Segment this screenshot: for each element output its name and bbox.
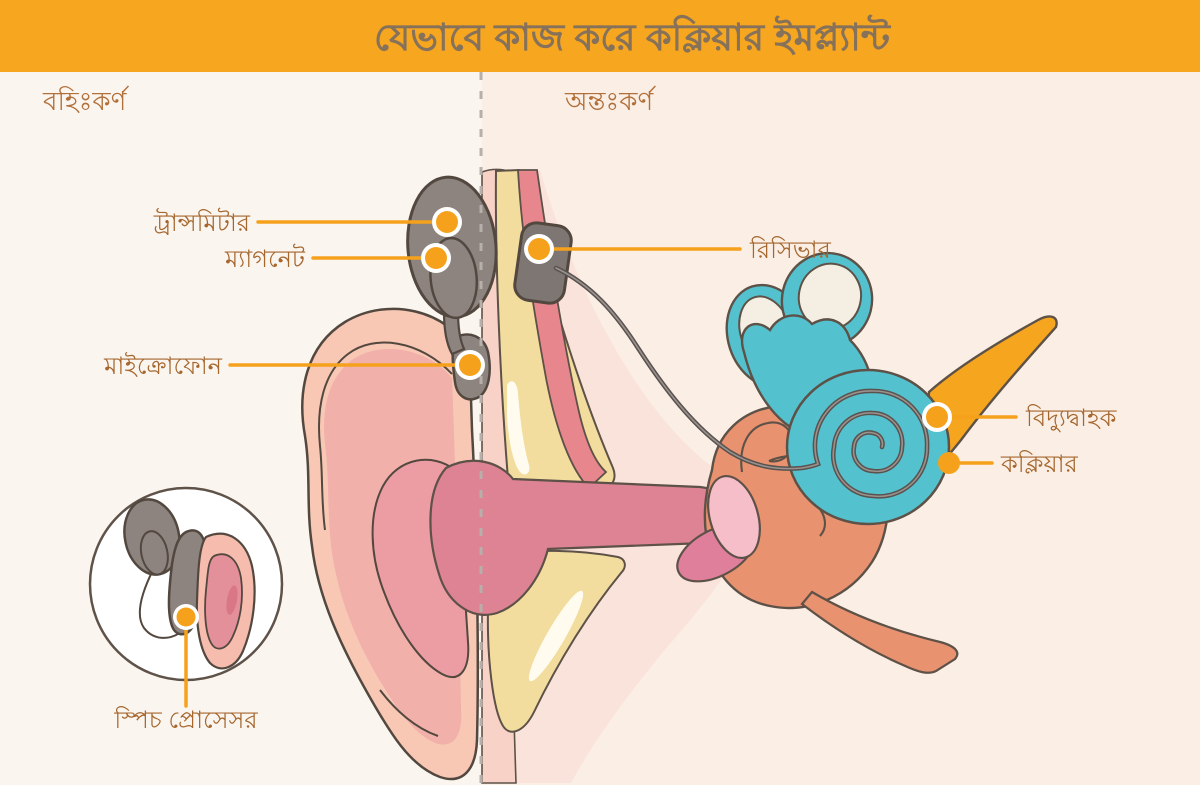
speech-processor-label: স্পিচ প্রোসেসর bbox=[113, 706, 258, 734]
cochlea-dot bbox=[938, 452, 960, 474]
outer-ear-pinna bbox=[301, 307, 480, 781]
inset-ear-inner bbox=[204, 553, 243, 650]
inner-ear-section-label: অন্তঃকর্ণ bbox=[564, 86, 657, 116]
transmitter-stem bbox=[442, 309, 466, 356]
callout-lines-and-dots bbox=[184, 220, 1018, 708]
page-title: যেভাবে কাজ করে কক্লিয়ার ইমপ্ল্যান্ট bbox=[374, 14, 892, 58]
cochlea-label: কক্লিয়ার bbox=[1000, 450, 1079, 478]
magnet-dot bbox=[425, 247, 447, 269]
earlobe-crease-line bbox=[379, 689, 439, 737]
electrode-label: বিদ্যুদ্বাহক bbox=[1025, 404, 1118, 432]
speech-processor-inset bbox=[88, 486, 284, 682]
external-implant-parts bbox=[406, 175, 498, 401]
ossicles-line-1 bbox=[740, 421, 794, 473]
speech-processor-dot bbox=[176, 607, 196, 627]
microphone-label: মাইক্রোফোন bbox=[103, 352, 223, 380]
helix-ridge-line bbox=[318, 341, 453, 531]
inset-ear-slit bbox=[226, 585, 238, 615]
magnet-label: ম্যাগনেট bbox=[224, 244, 306, 273]
inset-magnet bbox=[139, 530, 169, 576]
electrode-dot bbox=[926, 406, 948, 428]
eustachian-tube bbox=[800, 590, 959, 674]
inset-wire bbox=[138, 569, 182, 639]
callout-dots bbox=[173, 207, 960, 630]
callout-labels: ট্রান্সমিটার ম্যাগনেট মাইক্রোফোন রিসিভার… bbox=[103, 208, 1118, 734]
ear-canal bbox=[429, 459, 731, 616]
bone-highlight-upper bbox=[507, 381, 530, 475]
microphone-dot bbox=[459, 354, 481, 376]
receiver-dot bbox=[528, 238, 550, 260]
eardrum bbox=[707, 474, 761, 560]
receiver-label: রিসিভার bbox=[749, 236, 832, 264]
electrode-wire bbox=[553, 265, 930, 499]
outer-ear-section-label: বহিঃকর্ণ bbox=[42, 86, 130, 116]
transmitter-dot bbox=[436, 211, 458, 233]
header-bar: যেভাবে কাজ করে কক্লিয়ার ইমপ্ল্যান্ট bbox=[0, 0, 1200, 72]
bone-highlight-lower bbox=[528, 590, 584, 682]
transmitter-label: ট্রান্সমিটার bbox=[153, 208, 251, 237]
electrode-wire-core bbox=[555, 267, 928, 498]
